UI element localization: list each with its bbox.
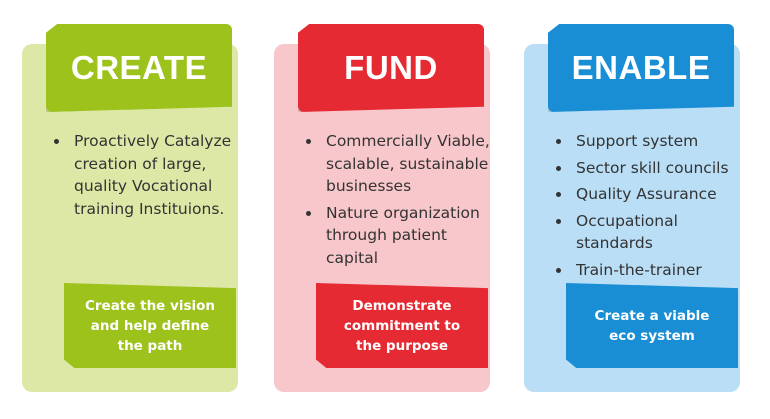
bullet-text: Occupational standards [576, 211, 678, 253]
create-footer: Create the vision and help define the pa… [64, 283, 236, 368]
bullet-dot-icon [306, 210, 311, 216]
bullet-item: Nature organization through patient capi… [304, 202, 492, 270]
create-title: CREATE [70, 49, 208, 86]
fund-header: FUND [298, 24, 484, 112]
create-card: CREATE Proactively Catalyze creation of … [14, 0, 246, 419]
bullet-dot-icon [306, 139, 311, 144]
bullet-item: Train-the-trainer [554, 259, 742, 282]
bullet-item: Support system [554, 130, 742, 153]
bullet-dot-icon [556, 139, 561, 144]
bullet-dot-icon [54, 139, 59, 144]
enable-footer: Create a viable eco system [566, 283, 738, 368]
bullet-text: Train-the-trainer [576, 260, 702, 279]
create-header: CREATE [46, 24, 232, 112]
fund-footer: Demonstrate commitment to the purpose [316, 283, 488, 368]
enable-title: ENABLE [571, 49, 711, 86]
bullet-dot-icon [556, 165, 561, 171]
enable-bullet-list: Support system Sector skill councils Qua… [554, 130, 742, 285]
bullet-dot-icon [556, 218, 561, 224]
enable-footer-text: Create a viable eco system [594, 307, 710, 344]
bullet-item: Quality Assurance [554, 183, 742, 206]
bullet-item: Proactively Catalyze creation of large, … [52, 130, 240, 220]
fund-card: FUND Commercially Viable, scalable, sust… [266, 0, 498, 419]
bullet-item: Occupational standards [554, 210, 742, 255]
bullet-item: Sector skill councils [554, 157, 742, 180]
enable-card: ENABLE Support system Sector skill counc… [516, 0, 748, 419]
bullet-text: Nature organization through patient capi… [326, 203, 480, 267]
fund-title: FUND [344, 49, 438, 86]
bullet-text: Commercially Viable, scalable, sustainab… [326, 132, 490, 195]
bullet-dot-icon [556, 267, 561, 273]
bullet-text: Sector skill councils [576, 158, 729, 177]
create-footer-text: Create the vision and help define the pa… [84, 297, 216, 354]
bullet-dot-icon [556, 192, 561, 197]
enable-header: ENABLE [548, 24, 734, 112]
bullet-item: Commercially Viable, scalable, sustainab… [304, 130, 492, 198]
bullet-text: Support system [576, 132, 699, 150]
create-bullet-list: Proactively Catalyze creation of large, … [52, 130, 240, 224]
fund-bullet-list: Commercially Viable, scalable, sustainab… [304, 130, 492, 273]
bullet-text: Quality Assurance [576, 185, 717, 203]
fund-footer-text: Demonstrate commitment to the purpose [343, 297, 461, 354]
bullet-text: Proactively Catalyze creation of large, … [74, 132, 232, 218]
